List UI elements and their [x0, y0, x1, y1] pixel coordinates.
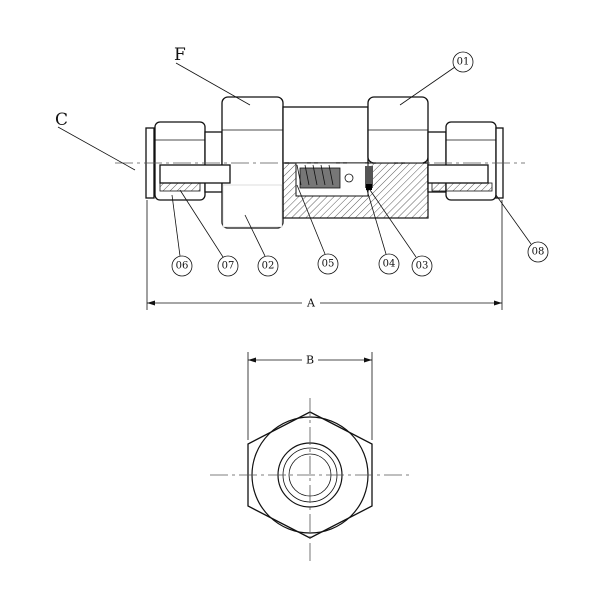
center-body	[282, 106, 369, 164]
dimension-a-label: A	[306, 297, 316, 310]
balloon-01: 01	[457, 57, 470, 68]
balloons: 01 06 07 02 05 04 03 08	[171, 51, 549, 277]
balloon-08: 08	[532, 247, 545, 258]
side-view	[115, 96, 525, 229]
balloon-07: 07	[222, 261, 235, 272]
spring	[296, 164, 334, 186]
label-f: F	[174, 45, 186, 65]
dimension-b-label: B	[306, 354, 314, 367]
balloon-04: 04	[383, 259, 396, 270]
balloon-02: 02	[262, 261, 275, 272]
seat	[365, 166, 373, 188]
balloon-05: 05	[322, 259, 335, 270]
end-view	[210, 398, 410, 562]
o-ring	[366, 184, 372, 190]
balloon-06: 06	[176, 261, 189, 272]
dimension-a: A	[146, 200, 503, 310]
balloon-03: 03	[416, 261, 429, 272]
dimension-b: B	[247, 352, 373, 440]
label-c: C	[55, 110, 68, 130]
